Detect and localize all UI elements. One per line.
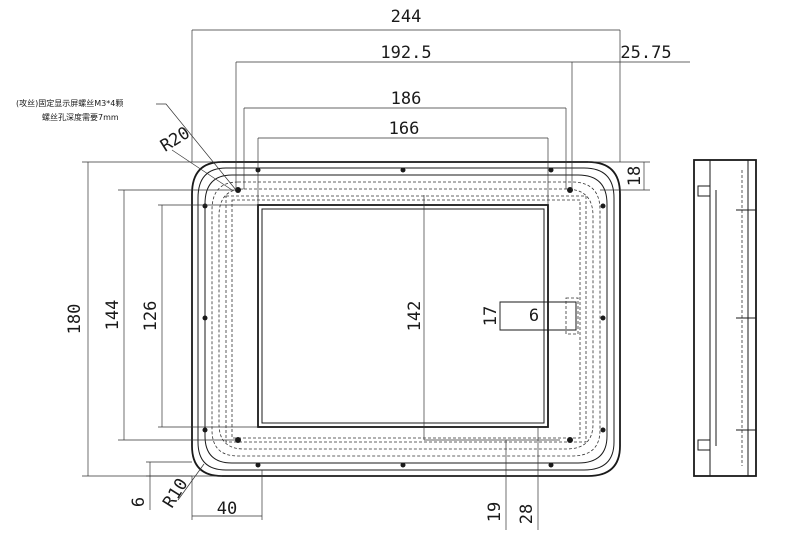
screw-holes <box>202 167 606 468</box>
side-view <box>693 159 757 477</box>
inner-opening <box>257 204 549 428</box>
dim-view-width: 166 <box>389 119 420 139</box>
dim-inner-height: 144 <box>103 300 123 331</box>
side-clip <box>697 439 711 451</box>
screw-hole <box>202 203 208 209</box>
dim-bottom-offset-19: 19 <box>485 502 505 522</box>
dim-screw-pitch-width: 192.5 <box>380 43 431 63</box>
dim-overall-height: 180 <box>65 304 85 335</box>
screw-hole <box>567 187 573 193</box>
dim-top-offset: 18 <box>625 166 645 186</box>
screw-hole <box>255 462 261 468</box>
slot-dashed <box>565 297 579 335</box>
dashed-ring-3 <box>225 195 587 443</box>
screw-hole <box>400 167 406 173</box>
note-line-2: 螺丝孔深度需要7mm <box>42 112 119 122</box>
dim-overall-width: 244 <box>391 7 422 27</box>
screw-hole <box>548 462 554 468</box>
screw-hole <box>202 427 208 433</box>
screw-note: (攻丝)固定显示屏螺丝M3*4颗 螺丝孔深度需要7mm <box>16 98 123 122</box>
view-window <box>261 208 545 424</box>
dim-corner-radius-inner: R10 <box>159 475 192 512</box>
dashed-ring-4 <box>231 199 581 439</box>
dashed-ring-2 <box>218 188 594 450</box>
dimension-lines <box>82 29 690 530</box>
dim-right-offset: 25.75 <box>620 43 671 63</box>
side-clip <box>697 185 711 197</box>
outer-outline <box>191 161 621 477</box>
note-line-1: (攻丝)固定显示屏螺丝M3*4颗 <box>16 98 123 108</box>
screw-hole <box>202 315 208 321</box>
dim-left-offset: 40 <box>217 499 237 519</box>
second-outline <box>197 167 615 471</box>
dim-slot-width: 6 <box>529 306 539 326</box>
dim-center-height: 142 <box>405 301 425 332</box>
screw-hole <box>235 187 241 193</box>
screw-hole <box>235 437 241 443</box>
screw-hole <box>600 315 606 321</box>
screw-hole <box>548 167 554 173</box>
dim-bottom-offset-28: 28 <box>517 504 537 524</box>
screw-hole <box>400 462 406 468</box>
dim-view-height: 126 <box>141 301 161 332</box>
third-outline <box>204 174 608 464</box>
dim-slot-height: 17 <box>481 306 501 326</box>
dim-bottom-offset-small: 6 <box>129 497 149 507</box>
dim-inner-width: 186 <box>391 89 422 109</box>
dim-corner-radius-outer: R20 <box>157 123 194 156</box>
screw-hole <box>567 437 573 443</box>
screw-hole <box>600 427 606 433</box>
screw-hole <box>600 203 606 209</box>
dashed-ring-1 <box>211 181 601 457</box>
